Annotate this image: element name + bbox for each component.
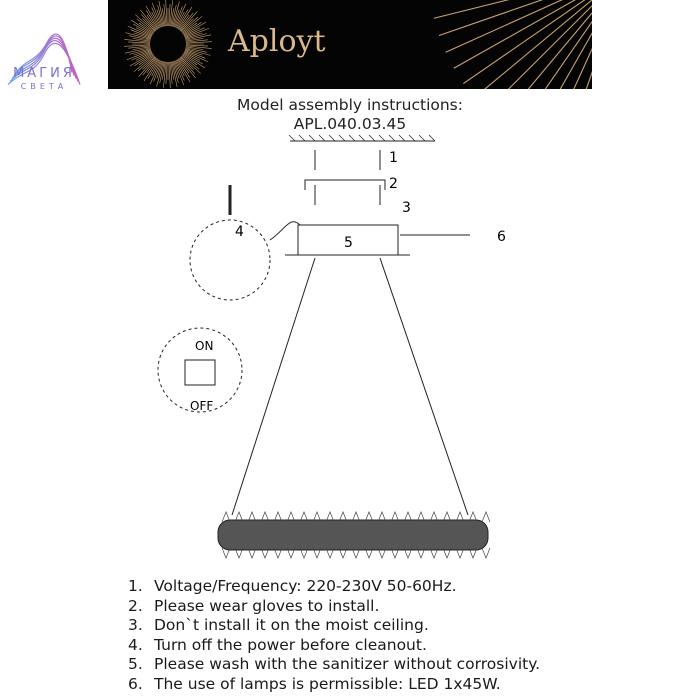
step-6-label: 6 bbox=[497, 229, 506, 245]
instruction-list: 1. Voltage/Frequency: 220-230V 50-60Hz. 2… bbox=[128, 577, 540, 694]
step-3-label: 3 bbox=[402, 200, 411, 216]
switch-on-label: ON bbox=[195, 339, 213, 353]
item-number: 6. bbox=[128, 674, 143, 693]
assembly-diagram: 1 2 3 4 5 6 ON OFF bbox=[157, 134, 506, 559]
item-number: 2. bbox=[128, 596, 143, 615]
instruction-item: 6. The use of lamps is permissible: LED 1… bbox=[128, 675, 540, 695]
step-2-label: 2 bbox=[389, 176, 398, 192]
sunburst-icon bbox=[124, 0, 592, 89]
logo-text-main: МАГИЯ bbox=[13, 66, 75, 81]
wave-logo-icon bbox=[7, 33, 81, 85]
step-5-label: 5 bbox=[344, 235, 353, 251]
brand-banner: Aployt bbox=[108, 0, 592, 89]
model-number: APL.040.03.45 bbox=[293, 115, 407, 133]
item-text: The use of lamps is permissible: LED 1x4… bbox=[154, 674, 501, 693]
item-text: Don`t install it on the moist ceiling. bbox=[154, 616, 429, 634]
step-1-label: 1 bbox=[389, 150, 398, 166]
instruction-item: 3. Don`t install it on the moist ceiling. bbox=[128, 616, 540, 636]
step-4-label: 4 bbox=[235, 224, 244, 240]
item-number: 5. bbox=[128, 655, 143, 673]
item-text: Turn off the power before cleanout. bbox=[154, 635, 427, 654]
switch-off-label: OFF bbox=[190, 399, 213, 413]
brand-name: Aployt bbox=[228, 24, 326, 59]
item-number: 4. bbox=[128, 635, 143, 654]
logo-text-sub: СВЕТА bbox=[20, 82, 68, 91]
instruction-item: 2. Please wear gloves to install. bbox=[128, 597, 540, 617]
item-number: 3. bbox=[128, 616, 143, 634]
instruction-item: 1. Voltage/Frequency: 220-230V 50-60Hz. bbox=[128, 577, 540, 597]
item-number: 1. bbox=[128, 577, 143, 595]
item-text: Voltage/Frequency: 220-230V 50-60Hz. bbox=[154, 577, 457, 595]
instruction-item: 4. Turn off the power before cleanout. bbox=[128, 636, 540, 656]
item-text: Please wear gloves to install. bbox=[154, 596, 380, 615]
item-text: Please wash with the sanitizer without c… bbox=[154, 655, 541, 673]
instruction-item: 5. Please wash with the sanitizer without… bbox=[128, 655, 540, 675]
page-title: Model assembly instructions: bbox=[237, 96, 463, 114]
crystal-pattern bbox=[221, 511, 491, 559]
